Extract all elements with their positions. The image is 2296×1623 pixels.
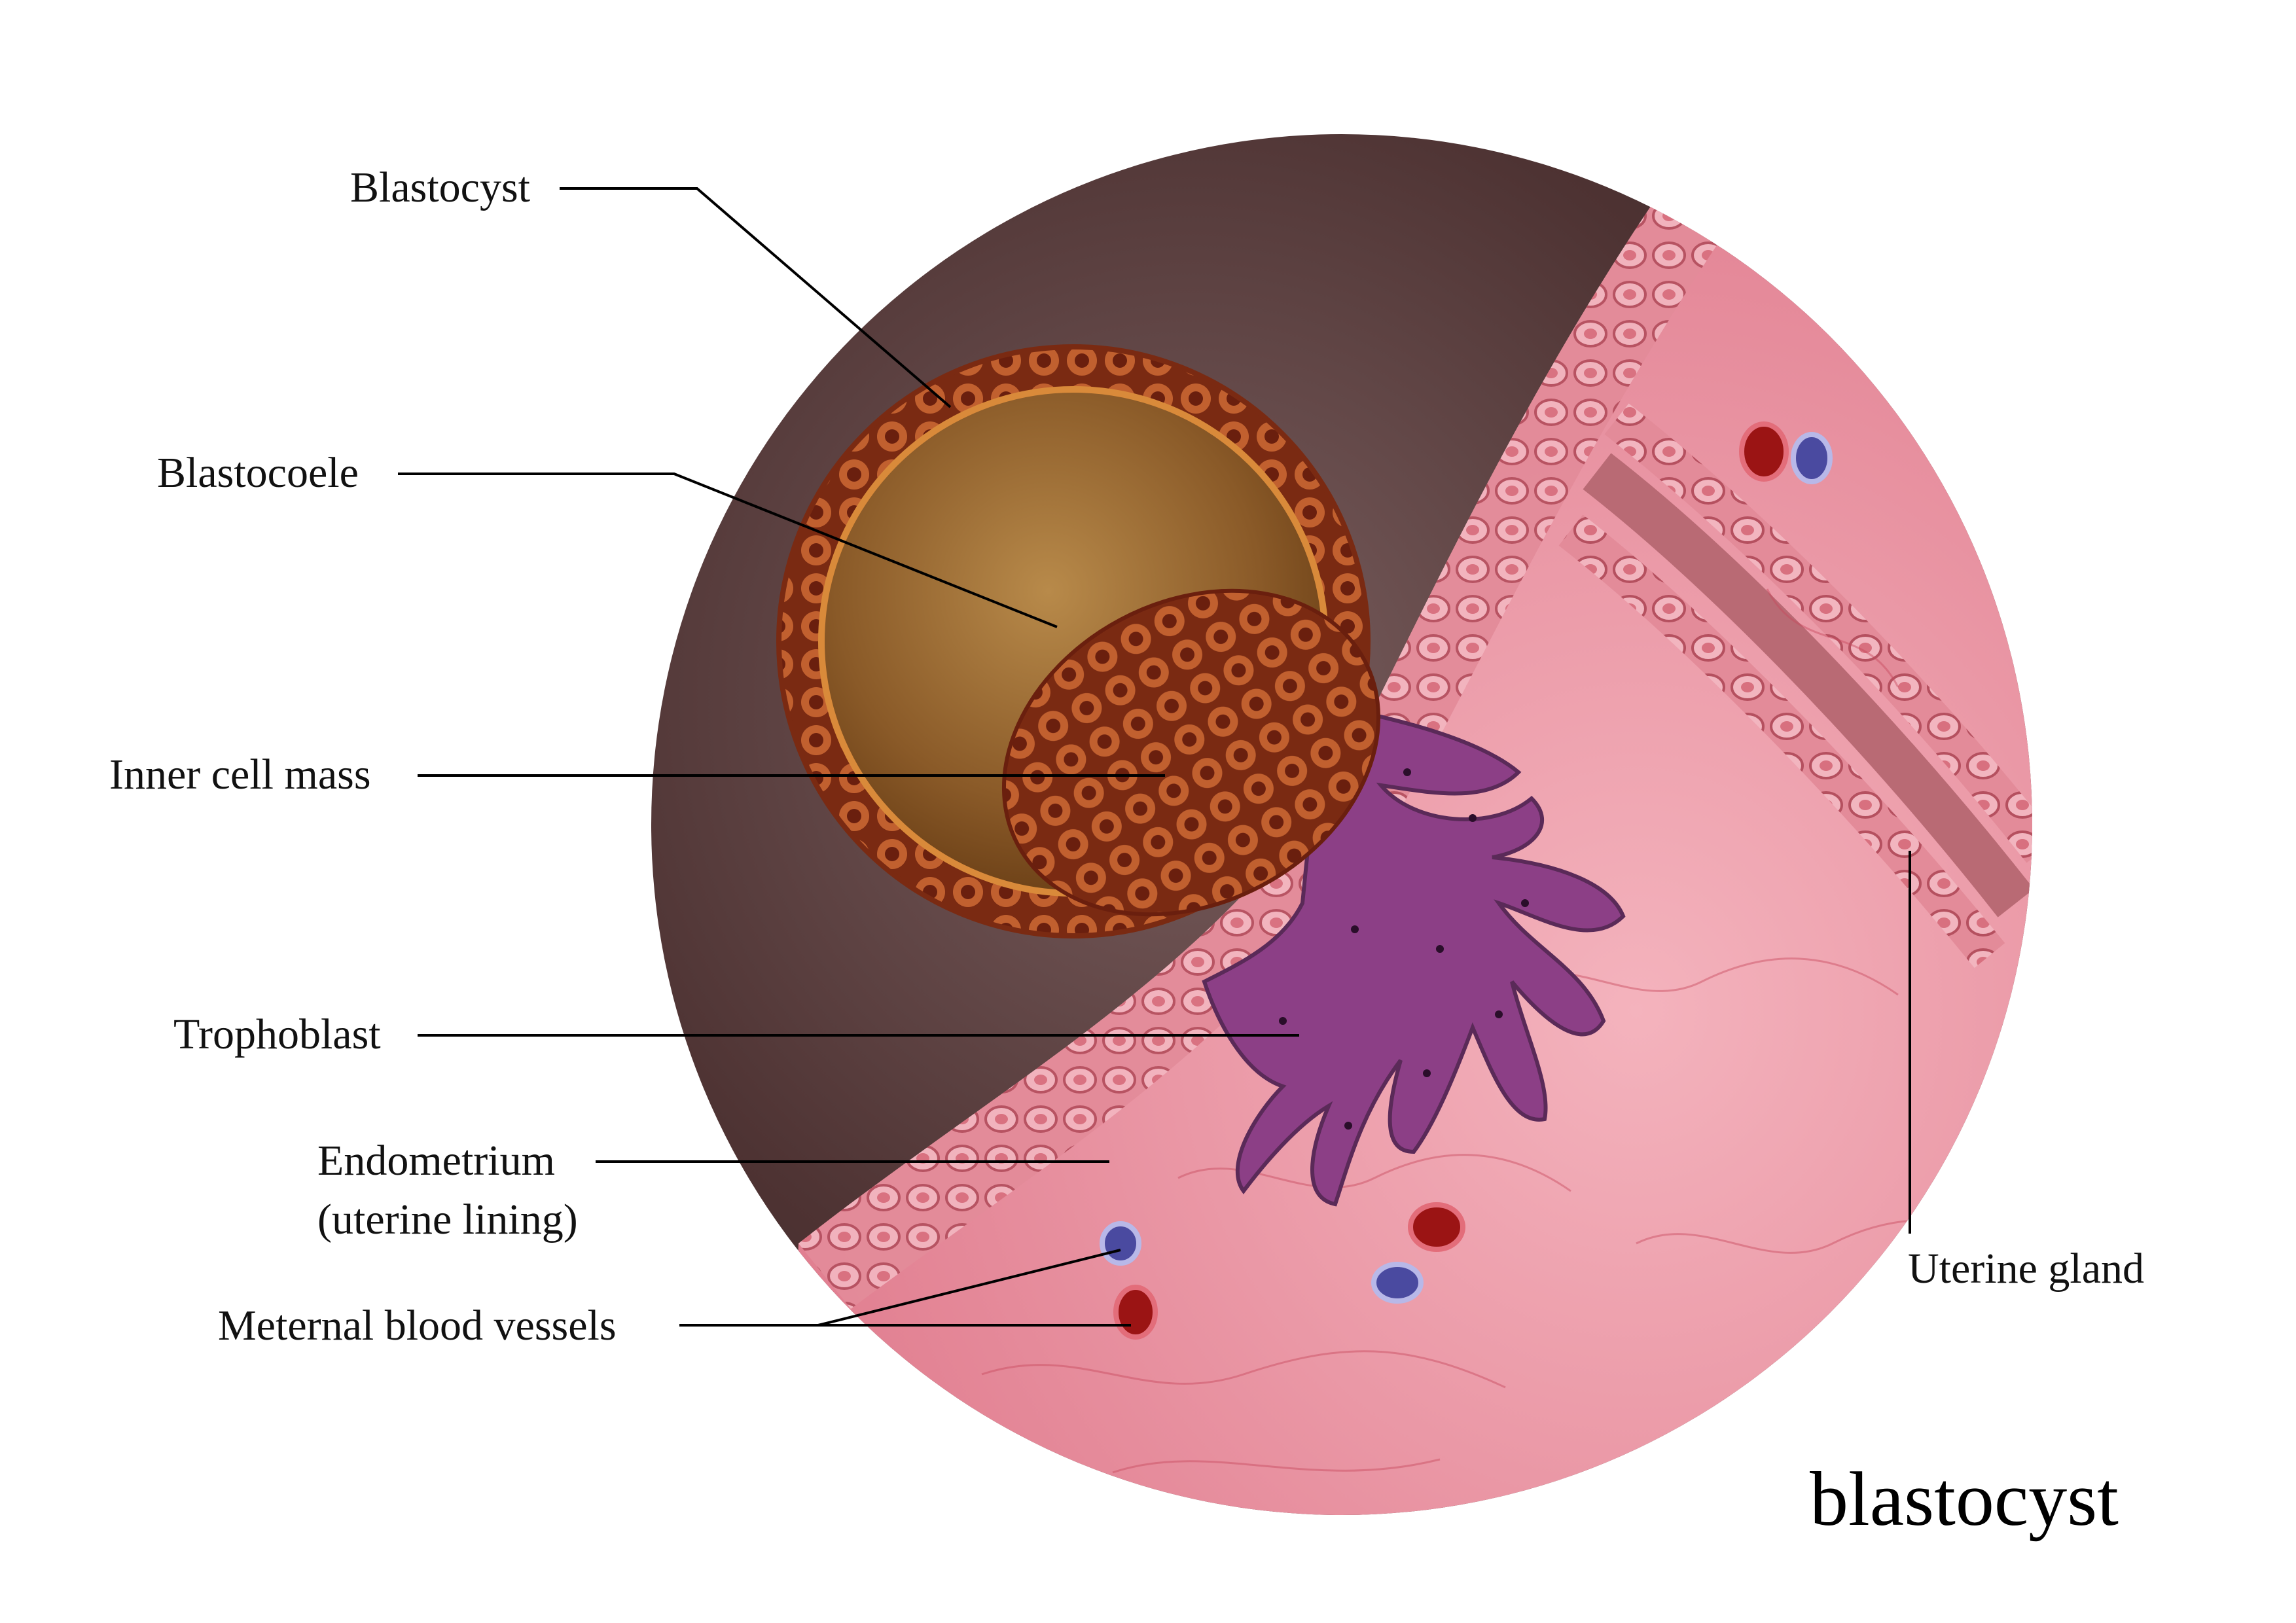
- maternal-blood-vessels: [1100, 421, 1833, 1340]
- inner-cell-mass: [1001, 588, 1381, 917]
- label-inner-cell-mass: Inner cell mass: [109, 751, 371, 798]
- label-endometrium: Endometrium: [317, 1137, 555, 1185]
- label-maternal-blood-vessels: Meternal blood vessels: [218, 1302, 617, 1349]
- blastocyst: [776, 344, 1381, 938]
- uterine-gland-lining-lower: [1558, 514, 2005, 968]
- leader-lines: [398, 187, 1911, 1327]
- leader-blastocyst: [560, 187, 952, 408]
- uterine-gland-duct: [1583, 453, 2032, 918]
- label-uterine-gland: Uterine gland: [1908, 1245, 2144, 1293]
- label-blastocoele: Blastocoele: [157, 449, 359, 497]
- vessel-red: [1408, 1202, 1465, 1252]
- label-blastocyst: Blastocyst: [350, 164, 530, 211]
- vessel-blue: [1100, 1221, 1141, 1266]
- vessel-red: [1113, 1285, 1158, 1340]
- labels: Blastocyst Blastocoele Inner cell mass T…: [109, 164, 2144, 1542]
- vessel-blue: [1371, 1262, 1424, 1304]
- label-trophoblast: Trophoblast: [173, 1010, 381, 1058]
- trophoblast: [1202, 704, 1626, 1207]
- leader-blastocoele: [398, 473, 1058, 628]
- vessel-blue: [1791, 432, 1833, 484]
- figure-title: blastocyst: [1810, 1456, 2119, 1542]
- endometrium-epithelium: [798, 170, 1741, 1309]
- uterine-gland-lining-upper: [1604, 403, 2032, 863]
- vessel-red: [1739, 421, 1789, 482]
- label-endometrium-sub: (uterine lining): [317, 1196, 578, 1243]
- illustration-disc: [651, 134, 2032, 1515]
